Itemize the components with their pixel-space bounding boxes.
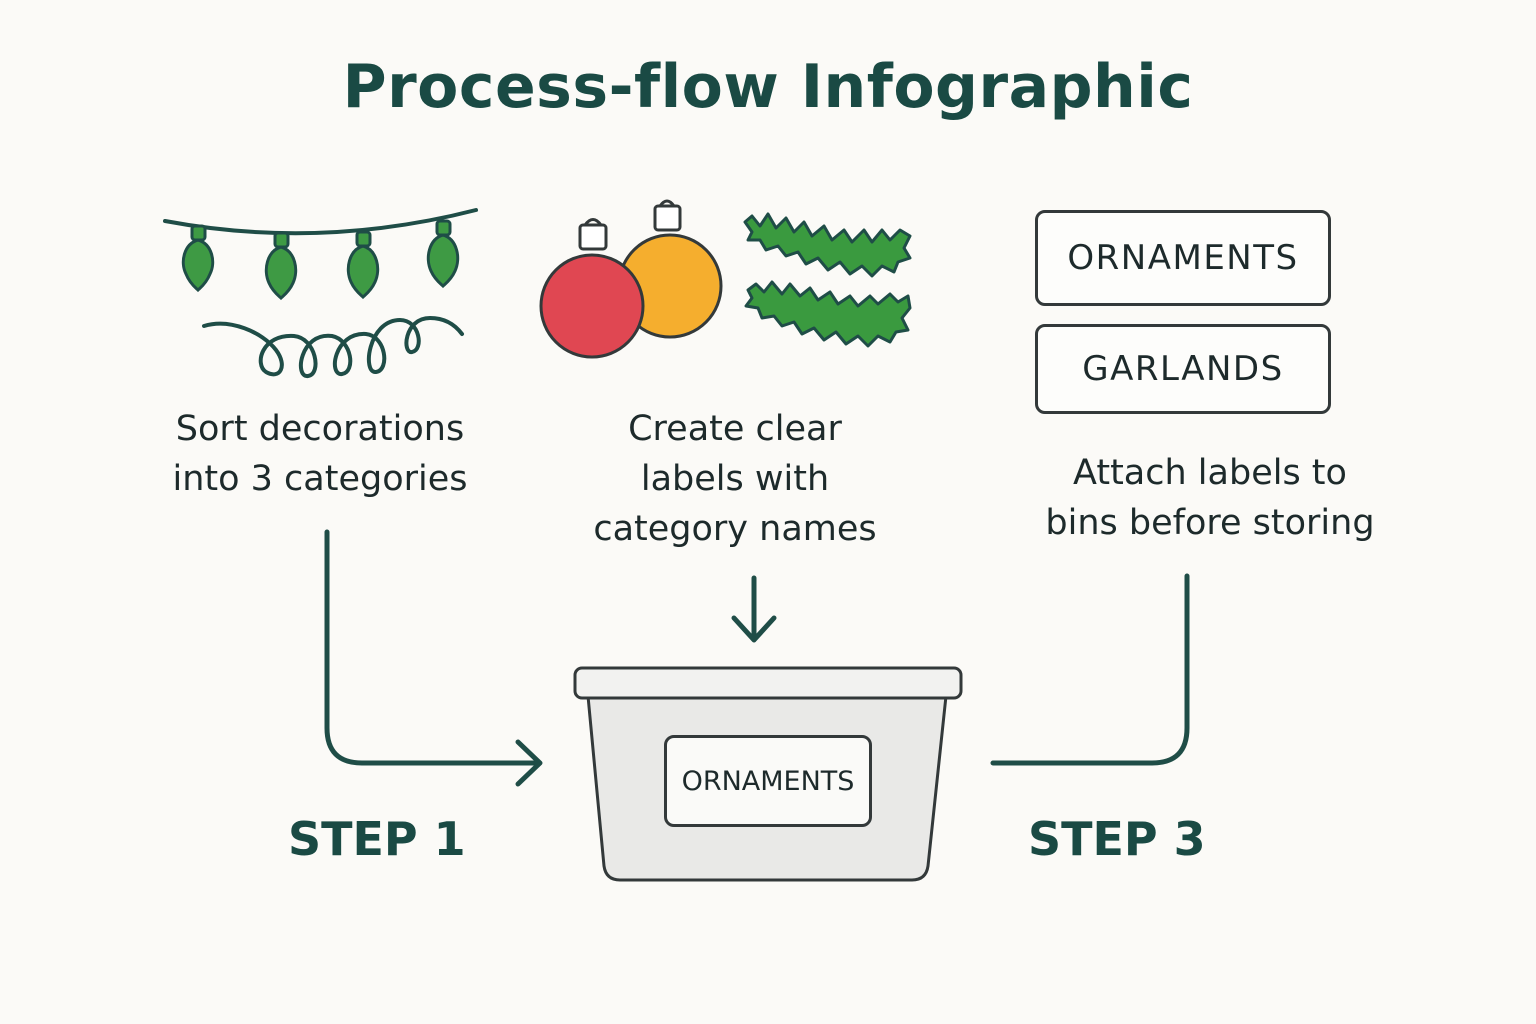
curly-wire-icon (202, 316, 464, 378)
step2-caption-line: Create clear (628, 409, 842, 449)
step1-label: STEP 1 (288, 812, 466, 866)
page-title: Process-flow Infographic (342, 52, 1194, 122)
flow-line-step3 (990, 573, 1190, 766)
step2-caption-line: category names (593, 509, 877, 549)
step2-caption: Create clear labels with category names (560, 404, 910, 554)
red-ornament-icon (539, 218, 645, 359)
step3-caption: Attach labels to bins before storing (1010, 448, 1410, 548)
flow-arrow-step2 (731, 575, 777, 643)
flow-arrow-step1 (324, 529, 543, 787)
step1-caption: Sort decorations into 3 categories (130, 404, 510, 504)
step2-caption-line: labels with (640, 459, 830, 499)
label-card-garlands: GARLANDS (1035, 324, 1331, 414)
step3-caption-line: Attach labels to (1073, 453, 1347, 493)
garland-icon (743, 212, 912, 348)
step3-label: STEP 3 (1028, 812, 1206, 866)
bin-label: ORNAMENTS (664, 735, 872, 827)
orange-ornament-icon (617, 199, 723, 339)
string-lights-icon (163, 208, 478, 301)
step1-caption-line: Sort decorations (175, 409, 465, 449)
label-card-ornaments: ORNAMENTS (1035, 210, 1331, 306)
step3-caption-line: bins before storing (1045, 503, 1375, 543)
step1-caption-line: into 3 categories (172, 459, 468, 499)
